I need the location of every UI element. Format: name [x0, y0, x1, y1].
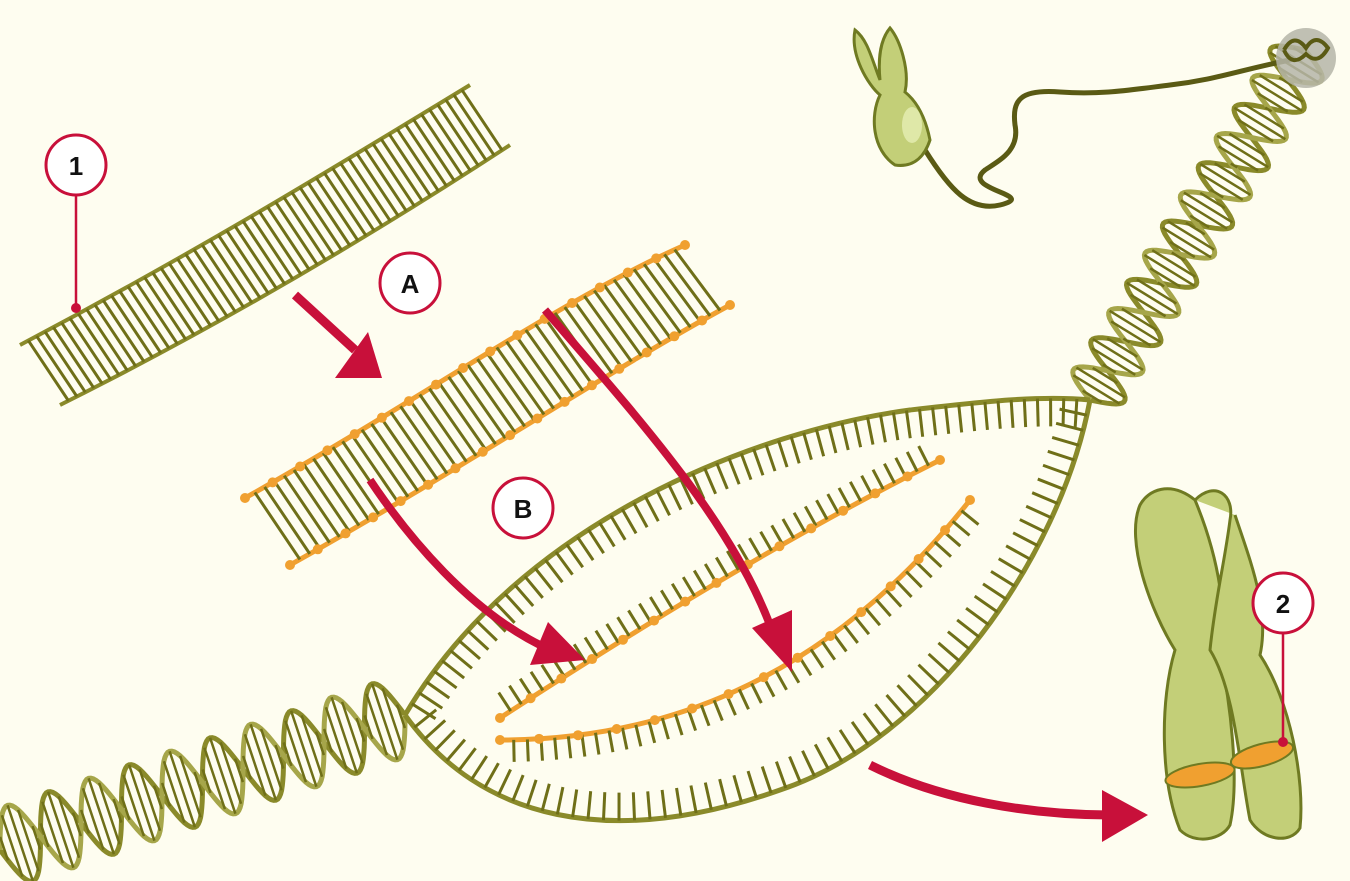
label-2-text: 2 [1276, 589, 1290, 619]
label-b: B [493, 478, 553, 538]
label-a: A [380, 253, 440, 313]
label-a-text: A [401, 269, 420, 299]
label-b-text: B [514, 494, 533, 524]
label-1-text: 1 [69, 151, 83, 181]
chromatin-coil-icon [1276, 28, 1336, 88]
